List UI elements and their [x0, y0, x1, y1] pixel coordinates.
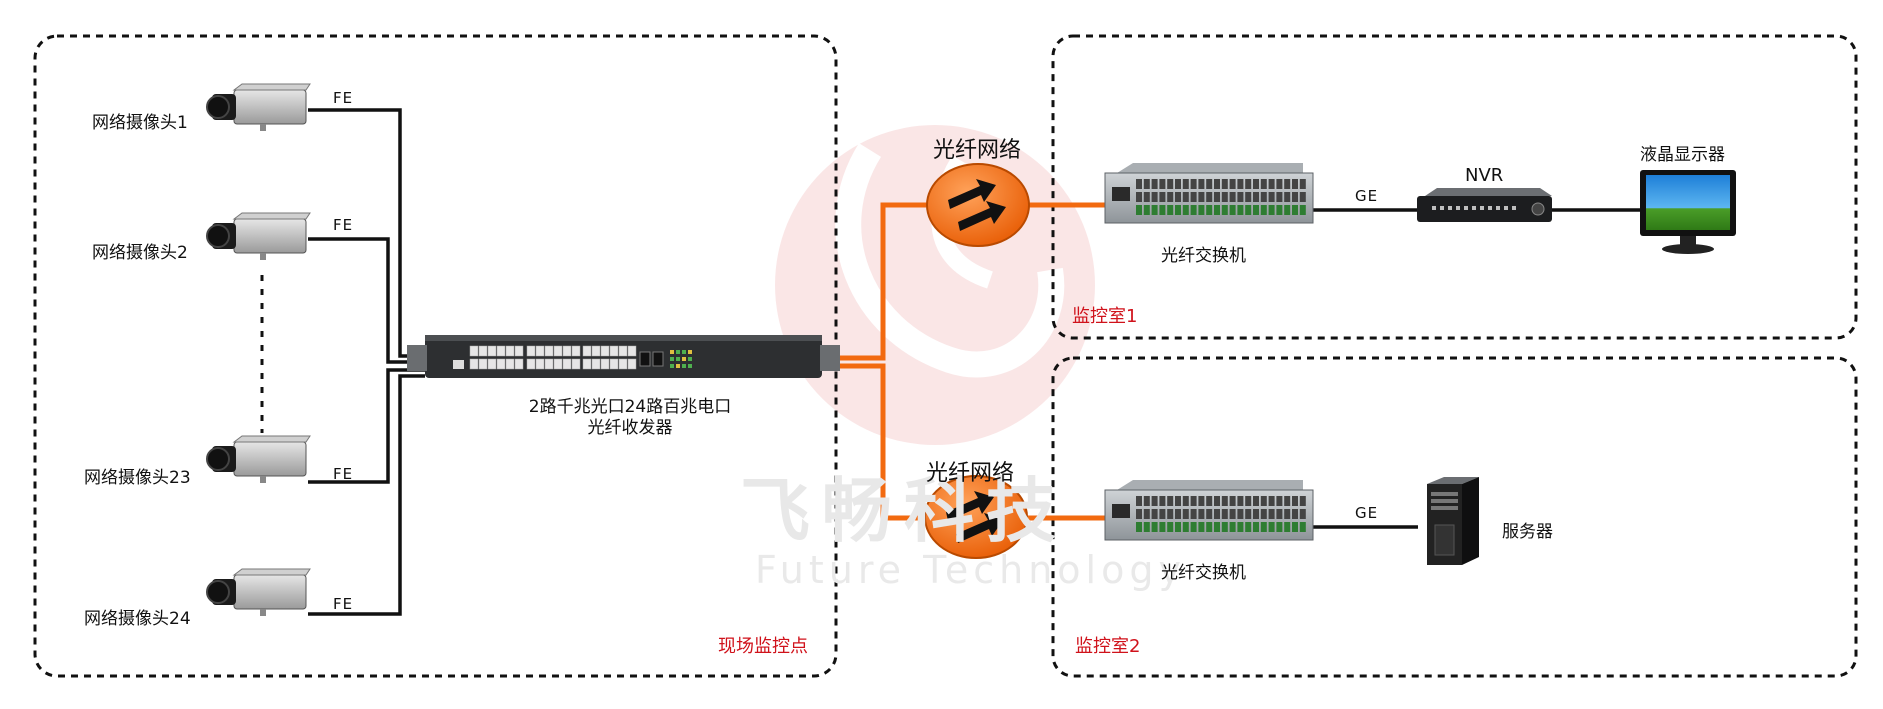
room1-ge-label: GE — [1355, 187, 1379, 205]
zone-room1 — [1051, 34, 1858, 340]
camera-2-label: 网络摄像头2 — [92, 243, 188, 263]
nvr-device — [1417, 188, 1552, 222]
zone-room2 — [1051, 356, 1858, 678]
server-label: 服务器 — [1502, 522, 1553, 542]
transceiver-device — [407, 335, 840, 378]
zone-room1-label: 监控室1 — [1072, 306, 1138, 327]
ip-camera-icon — [206, 568, 311, 616]
fiber-switch-room1 — [1104, 163, 1314, 224]
watermark-logo — [775, 125, 1095, 445]
fiber-network-cloud-lower — [924, 475, 1028, 559]
camera-1-label: 网络摄像头1 — [92, 113, 188, 133]
camera-23-label: 网络摄像头23 — [84, 468, 191, 488]
server-tower — [1427, 477, 1479, 565]
ge-cables — [1312, 208, 1640, 529]
room1-switch-label: 光纤交换机 — [1161, 246, 1246, 266]
ip-camera-icon — [206, 435, 311, 483]
room2-ge-label: GE — [1355, 504, 1379, 522]
fe-link-label-24: FE — [333, 595, 354, 613]
ip-camera-icon — [206, 212, 311, 260]
fe-link-label-23: FE — [333, 465, 354, 483]
fiber-network-cloud-upper — [926, 163, 1030, 247]
watermark-en: Future Technology — [755, 548, 1186, 592]
fe-cables — [260, 108, 425, 616]
nvr-label: NVR — [1465, 165, 1504, 186]
watermark-cn: 飞畅科技 — [740, 469, 1068, 552]
fe-link-label-2: FE — [333, 216, 354, 234]
fiber-switch-room2 — [1104, 480, 1314, 541]
fe-link-label-1: FE — [333, 89, 354, 107]
zone-room2-label: 监控室2 — [1075, 636, 1141, 657]
monitor-label: 液晶显示器 — [1640, 145, 1725, 165]
fiber-links — [818, 202, 1105, 521]
ip-camera-icon — [206, 83, 311, 131]
lcd-monitor — [1640, 170, 1736, 254]
transceiver-label-line2: 光纤收发器 — [587, 418, 673, 438]
network-label-upper: 光纤网络 — [933, 138, 1022, 163]
zone-site-label: 现场监控点 — [718, 636, 808, 657]
transceiver-label-line1: 2路千兆光口24路百兆电口 — [528, 397, 732, 417]
network-label-lower: 光纤网络 — [926, 461, 1015, 486]
zone-site — [33, 34, 838, 678]
camera-24-label: 网络摄像头24 — [84, 609, 191, 629]
room2-switch-label: 光纤交换机 — [1161, 563, 1246, 583]
